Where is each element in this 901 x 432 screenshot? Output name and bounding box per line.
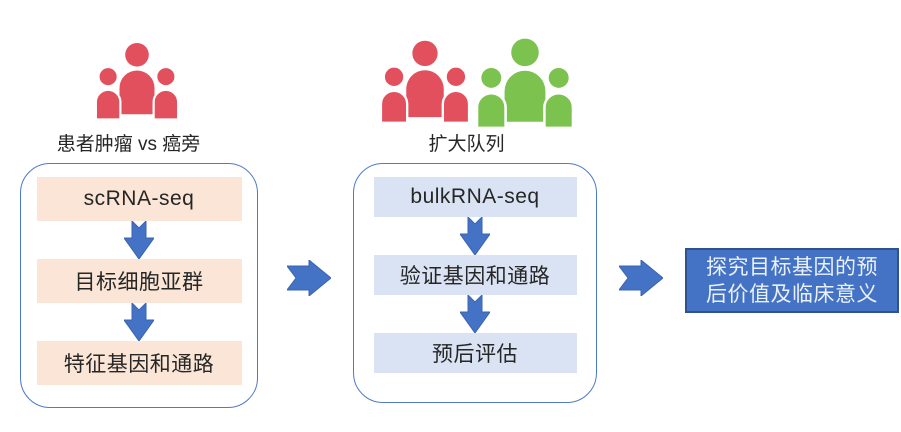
cohort1-step-target-subpopulation: 目标细胞亚群 — [36, 259, 242, 303]
outcome-text-line2: 后价值及临床意义 — [706, 282, 878, 306]
arrow-right-icon — [619, 260, 663, 296]
cohort2-step-bulkrna-seq: bulkRNA-seq — [373, 177, 577, 217]
people-group-green-icon — [476, 38, 574, 128]
arrow-down-icon — [124, 221, 154, 259]
arrow-down-icon — [460, 295, 490, 333]
cohort1-step-scrna-seq: scRNA-seq — [36, 177, 242, 221]
cohort1-flow-container: scRNA-seq 目标细胞亚群 特征基因和通路 — [20, 163, 258, 408]
people-group-red-icon — [95, 42, 179, 120]
cohort2-step-prognosis-evaluation: 预后评估 — [373, 333, 577, 373]
cohort1-step-signature-genes-pathways: 特征基因和通路 — [36, 341, 242, 385]
people-group-red-icon — [380, 40, 470, 123]
cohort2-label: 扩大队列 — [428, 134, 505, 155]
cohort2-flow-container: bulkRNA-seq 验证基因和通路 预后评估 — [353, 163, 597, 403]
cohort1-label: 患者肿瘤 vs 癌旁 — [56, 134, 201, 155]
cohort2-step-validate-genes-pathways: 验证基因和通路 — [373, 255, 577, 295]
arrow-down-icon — [124, 303, 154, 341]
arrow-down-icon — [460, 217, 490, 255]
arrow-right-icon — [287, 260, 331, 296]
outcome-box: 探究目标基因的预 后价值及临床意义 — [685, 248, 899, 313]
outcome-text-line1: 探究目标基因的预 — [706, 255, 878, 279]
